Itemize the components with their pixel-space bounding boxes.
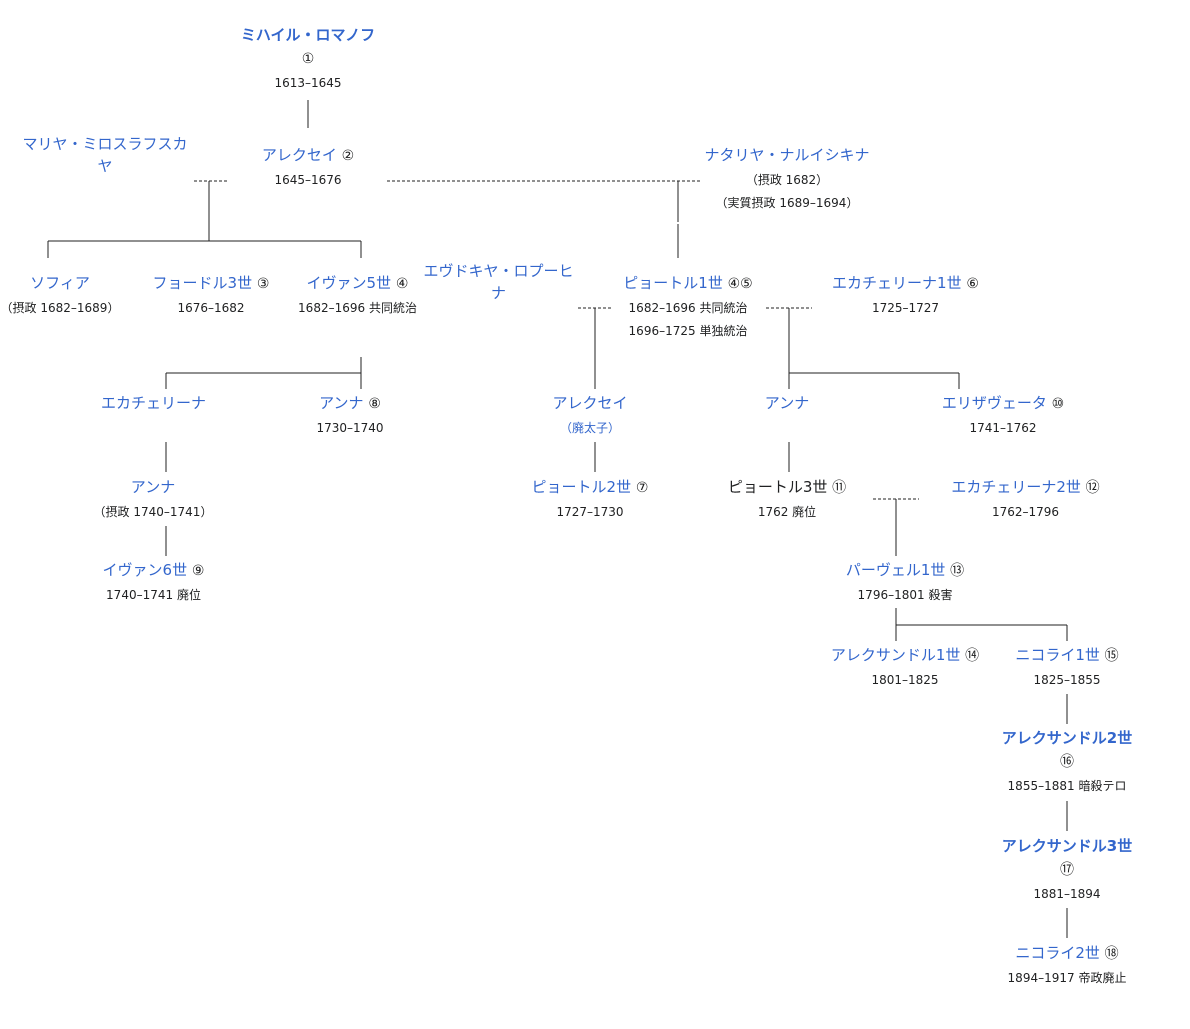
reign-years: 1881–1894 [1033,887,1101,901]
reign-years: 1682–1696 共同統治 [628,301,748,315]
person-sofia: ソフィア （摂政 1682–1689） [0,274,120,315]
person-link-aleksei-tsarevich[interactable]: アレクセイ [552,394,628,412]
reign-number: ⑦ [635,480,649,496]
reign-number: ⑱ [1104,946,1119,962]
person-link-ekaterina-ivanovna[interactable]: エカチェリーナ [100,394,206,412]
person-aleksei-tsarevich: アレクセイ （廃太子） [530,394,650,435]
reign-number: ⑭ [965,648,980,664]
person-mariya: マリヤ・ミロスラフスカ ヤ [15,137,195,174]
reign-number: ⑨ [191,563,205,579]
person-link-mariya[interactable]: マリヤ・ミロスラフスカ [22,135,188,153]
reign-years: 1676–1682 [177,301,245,315]
reign-years: 1727–1730 [556,505,624,519]
status-note: （廃太子） [559,421,620,435]
person-link-pavel1[interactable]: パーヴェル1世 [845,561,946,579]
person-link-ekaterina1[interactable]: エカチェリーナ1世 [832,274,962,292]
regency-note: （摂政 1682） [745,173,829,187]
regency-note: （実質摂政 1689–1694） [715,196,859,210]
person-name-peter3: ピョートル3世 [727,478,828,496]
reign-number: ⑩ [1051,396,1065,412]
person-link-peter1[interactable]: ピョートル1世 [623,274,723,292]
reign-years: 1696–1725 単独統治 [628,324,748,338]
person-peter2: ピョートル2世 ⑦ 1727–1730 [515,478,665,519]
person-link-mariya-cont[interactable]: ヤ [97,157,113,175]
person-ekaterina2: エカチェリーナ2世 ⑫ 1762–1796 [938,478,1113,519]
person-anna-leopoldovna: アンナ （摂政 1740–1741） [83,478,223,519]
person-ivan5: イヴァン5世 ④ 1682–1696 共同統治 [285,274,430,315]
person-ekaterina1: エカチェリーナ1世 ⑥ 1725–1727 [818,274,993,315]
person-aleksandr3: アレクサンドル3世 ⑰ 1881–1894 [992,837,1142,901]
person-mikhail: ミハイル・ロマノフ ① 1613–1645 [208,26,408,90]
reign-number: ③ [256,276,270,292]
reign-years: 1855–1881 暗殺テロ [1007,779,1127,793]
person-link-aleksei[interactable]: アレクセイ [261,146,337,164]
person-nikolai2: ニコライ2世 ⑱ 1894–1917 帝政廃止 [997,944,1137,985]
reign-number: ⑥ [966,276,979,292]
person-link-aleksandr1[interactable]: アレクサンドル1世 [830,646,961,664]
reign-number: ⑫ [1085,480,1100,496]
person-link-evdokiya-cont[interactable]: ナ [490,284,506,302]
person-natalya: ナタリヤ・ナルイシキナ （摂政 1682） （実質摂政 1689–1694） [692,146,882,210]
person-link-aleksandr2[interactable]: アレクサンドル2世 [1001,729,1133,747]
person-aleksandr2: アレクサンドル2世 ⑯ 1855–1881 暗殺テロ [992,729,1142,793]
person-link-elizaveta[interactable]: エリザヴェータ [941,394,1047,412]
person-link-ivan5[interactable]: イヴァン5世 [306,274,392,292]
person-link-anna8[interactable]: アンナ [319,394,364,412]
person-link-aleksandr3[interactable]: アレクサンドル3世 [1001,837,1133,855]
person-evdokiya: エヴドキヤ・ロプーヒ ナ [411,264,586,301]
person-elizaveta: エリザヴェータ ⑩ 1741–1762 [928,394,1078,435]
reign-number: ④ [395,276,409,292]
regency-note: （摂政 1682–1689） [0,301,120,315]
reign-years: 1682–1696 共同統治 [298,301,417,315]
regency-note: （摂政 1740–1741） [93,505,213,519]
person-fyodor3: フョードル3世 ③ 1676–1682 [141,274,281,315]
person-ekaterina-ivanovna: エカチェリーナ [86,396,221,411]
person-link-nikolai1[interactable]: ニコライ1世 [1015,646,1100,664]
person-link-fyodor3[interactable]: フョードル3世 [152,274,253,292]
person-link-natalya[interactable]: ナタリヤ・ナルイシキナ [704,146,870,164]
person-anna-petrovna: アンナ [737,396,837,411]
reign-years: 1801–1825 [871,673,939,687]
person-link-sofia[interactable]: ソフィア [30,274,90,292]
person-link-mikhail[interactable]: ミハイル・ロマノフ [240,26,376,44]
person-link-nikolai2[interactable]: ニコライ2世 [1015,944,1100,962]
reign-years: 1741–1762 [969,421,1037,435]
person-aleksandr1: アレクサンドル1世 ⑭ 1801–1825 [815,646,995,687]
person-anna8: アンナ ⑧ 1730–1740 [295,394,405,435]
reign-years: 1740–1741 廃位 [106,588,201,602]
person-link-anna-leopoldovna[interactable]: アンナ [130,478,176,496]
person-link-peter2[interactable]: ピョートル2世 [531,478,632,496]
reign-years: 1825–1855 [1033,673,1101,687]
reign-number: ⑪ [832,480,847,496]
reign-years: 1613–1645 [274,76,342,90]
reign-number: ⑬ [950,563,965,579]
person-link-anna-petrovna[interactable]: アンナ [764,394,810,412]
reign-years: 1645–1676 [274,173,342,187]
person-nikolai1: ニコライ1世 ⑮ 1825–1855 [1002,646,1132,687]
person-peter1: ピョートル1世 ④⑤ 1682–1696 共同統治 1696–1725 単独統治 [608,274,768,338]
reign-number: ⑰ [1060,862,1074,878]
reign-number: ⑯ [1060,754,1074,770]
reign-years: 1762 廃位 [757,505,817,519]
person-link-ivan6[interactable]: イヴァン6世 [102,561,188,579]
person-ivan6: イヴァン6世 ⑨ 1740–1741 廃位 [86,561,221,602]
reign-number: ⑮ [1104,648,1119,664]
person-link-ekaterina2[interactable]: エカチェリーナ2世 [951,478,1081,496]
reign-years: 1796–1801 殺害 [857,588,953,602]
person-link-evdokiya[interactable]: エヴドキヤ・ロプーヒ [423,262,574,280]
reign-years: 1730–1740 [316,421,384,435]
person-pavel1: パーヴェル1世 ⑬ 1796–1801 殺害 [830,561,980,602]
reign-number: ⑧ [368,396,381,412]
reign-number: ① [301,51,315,67]
person-peter3: ピョートル3世 ⑪ 1762 廃位 [712,478,862,519]
reign-years: 1725–1727 [871,301,940,315]
person-aleksei: アレクセイ ② 1645–1676 [228,146,388,187]
reign-number: ④⑤ [727,276,753,292]
reign-years: 1894–1917 帝政廃止 [1007,971,1127,985]
reign-number: ② [341,148,355,164]
reign-years: 1762–1796 [991,505,1060,519]
